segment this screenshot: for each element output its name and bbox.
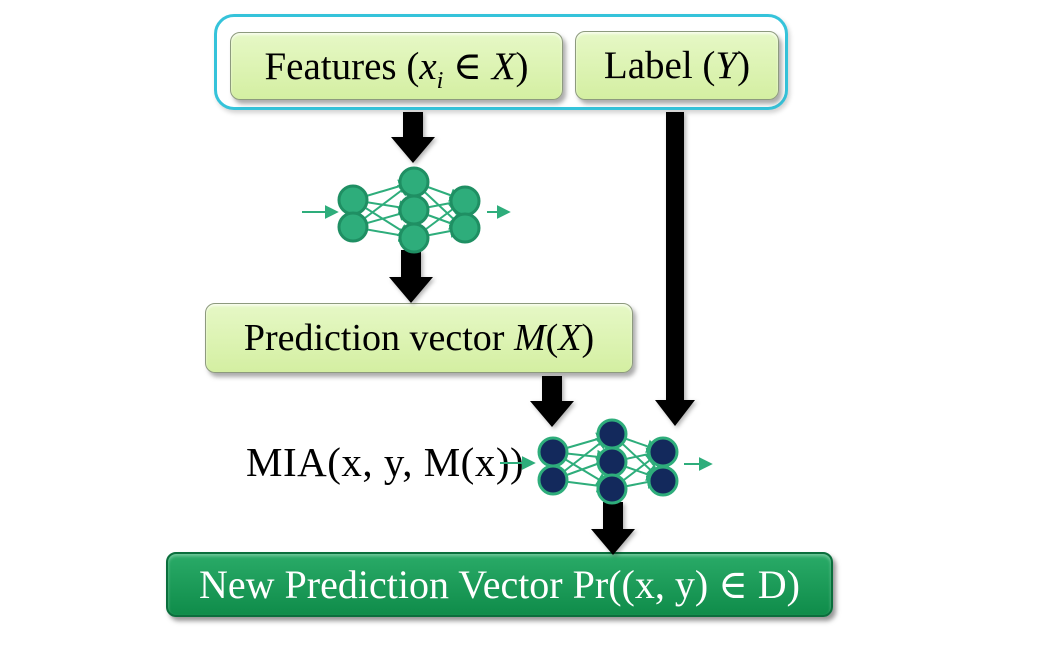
new-prediction-vector-label: New Prediction Vector Pr((x, y) ∈ D) — [199, 562, 800, 607]
target-model-nodes — [337, 166, 481, 254]
attack-model-neural-network-icon — [500, 418, 713, 505]
attack-model-nodes — [537, 418, 679, 505]
attack-to-output-arrow — [591, 502, 635, 555]
target-model-connections — [302, 179, 511, 242]
target-model-neural-network-icon — [302, 166, 511, 254]
label-box: Label (Y) — [575, 31, 779, 100]
features-label: Features (xi ∈ X) — [264, 44, 529, 94]
prediction-to-attack-arrow — [530, 376, 574, 427]
features-to-model-arrow — [391, 112, 435, 163]
model-to-prediction-arrow — [389, 250, 433, 303]
prediction-vector-box: Prediction vector M(X) — [205, 303, 633, 373]
attack-model-connections — [500, 432, 713, 493]
new-prediction-vector-box: New Prediction Vector Pr((x, y) ∈ D) — [166, 552, 833, 617]
prediction-vector-label: Prediction vector M(X) — [243, 317, 595, 359]
features-box: Features (xi ∈ X) — [230, 32, 563, 100]
mia-function-label: MIA(x, y, M(x)) — [246, 439, 525, 485]
label-label: Label (Y) — [603, 44, 751, 87]
label-to-attack-arrow — [655, 112, 695, 426]
